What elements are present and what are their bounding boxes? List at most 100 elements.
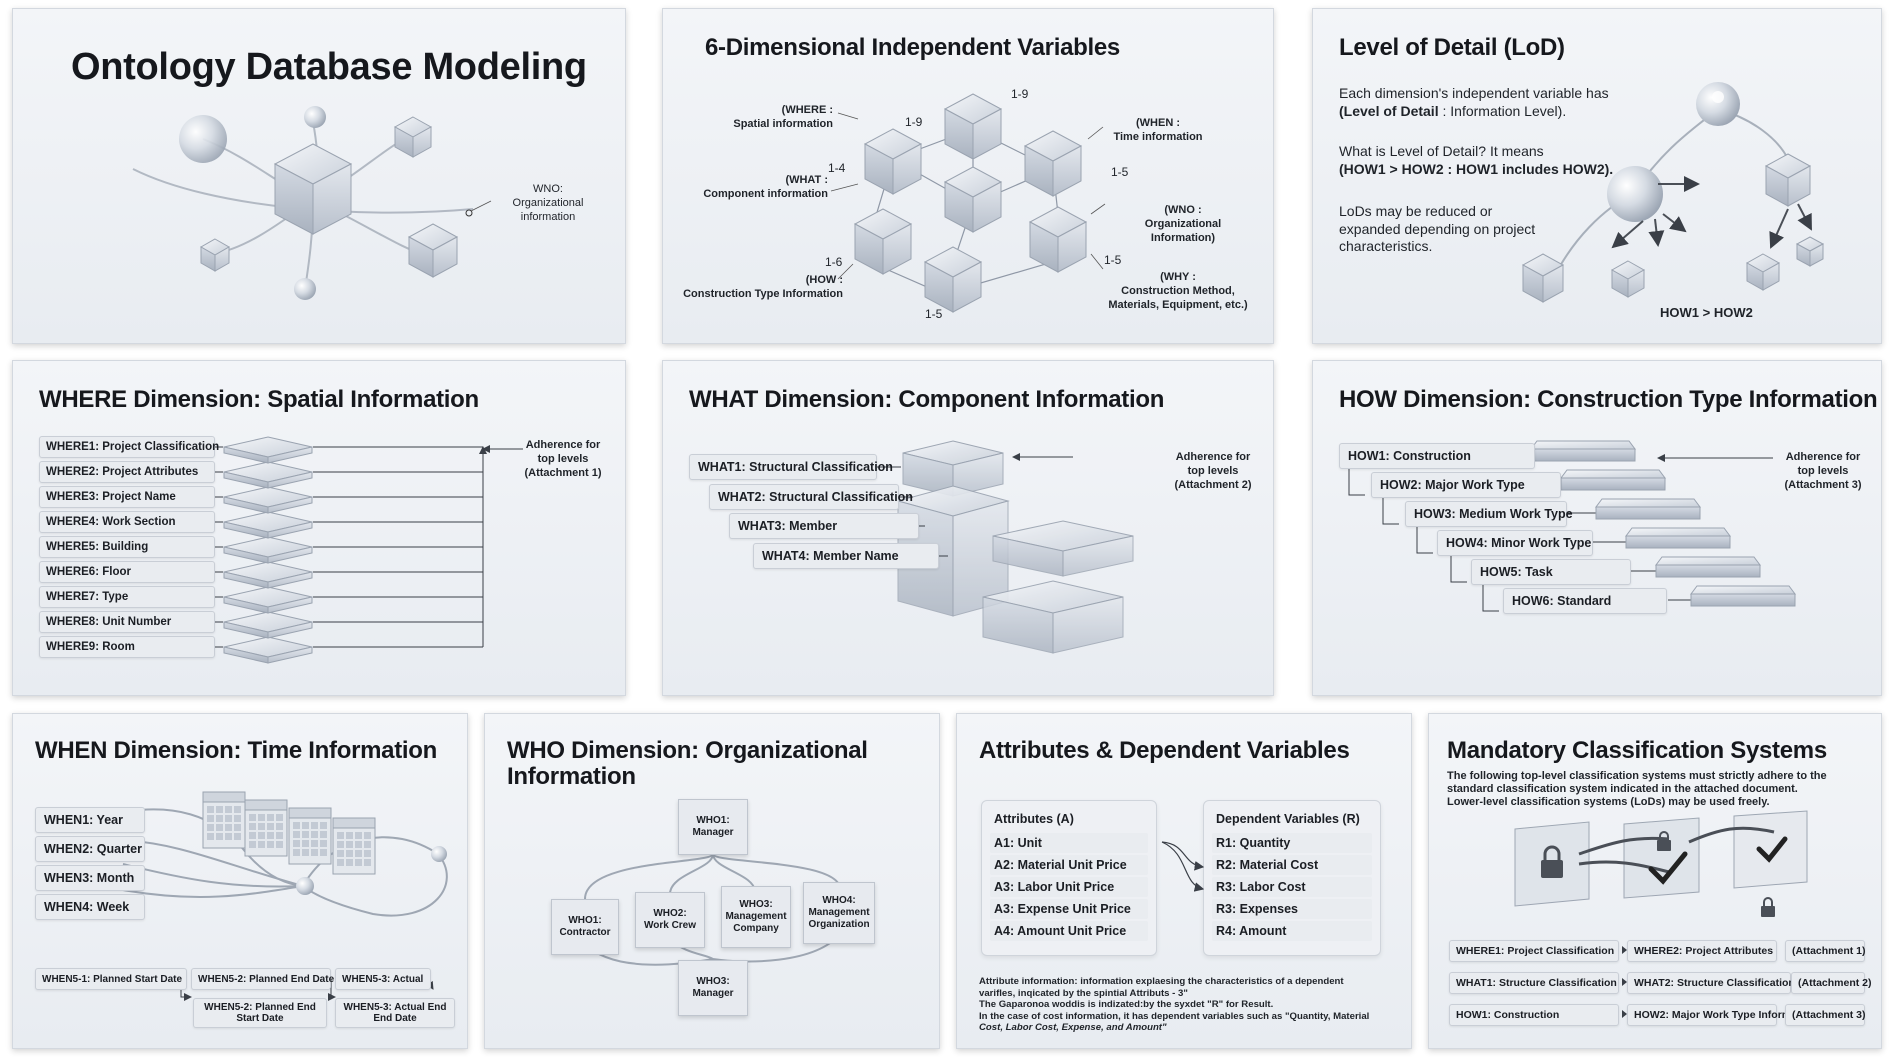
where-level-9: WHERE9: Room: [39, 636, 215, 658]
how-step-block: [1560, 469, 1666, 491]
label-why: (WHY : Construction Method, Materials, E…: [1108, 271, 1248, 311]
slide-where-dimension: WHERE Dimension: Spatial Information Adh…: [12, 360, 626, 696]
slide-who-dimension: WHO Dimension: Organizational Informatio…: [484, 713, 940, 1049]
how-level-4: HOW4: Minor Work Type: [1437, 530, 1593, 556]
range-label: 1-5: [1104, 253, 1122, 267]
when5-planned-start: WHEN5-1: Planned Start Date: [35, 968, 187, 990]
calendar-icon: [288, 807, 332, 865]
what-level-1: WHAT1: Structural Classification: [689, 454, 893, 480]
range-label: 1-9: [1011, 87, 1029, 101]
mandatory-attachment-2: (Attachment 2): [1791, 972, 1872, 994]
calendar-icon: [332, 817, 376, 875]
label-when: (WHEN : Time information: [1113, 117, 1203, 143]
footnote-line: varifles, inqicated by the spintial Attr…: [979, 987, 1188, 999]
label-how: (HOW : Construction Type Information: [683, 274, 843, 300]
slide-title: WHERE Dimension: Spatial Information: [39, 386, 479, 413]
how-step-block: [1530, 440, 1636, 462]
where-level-6: WHERE6: Floor: [39, 561, 215, 583]
lock-icon: [1541, 831, 1775, 917]
lock-panels-graphic: [1514, 810, 1808, 1018]
where-adherence-note: Adherence for top levels (Attachment 1): [524, 439, 602, 479]
how-level-5: HOW5: Task: [1471, 559, 1631, 585]
dependent-variables-panel: Dependent Variables (R) R1: Quantity R2:…: [1203, 800, 1381, 956]
who-management-company: WHO3: Management Company: [721, 886, 791, 948]
where-slab: [223, 636, 313, 664]
where-stack-graphic: [213, 445, 523, 648]
where-slab: [223, 536, 313, 564]
slide-level-of-detail: Level of Detail (LoD) Each dimension's i…: [1312, 8, 1882, 344]
mandatory-what2: WHAT2: Structure Classification: [1627, 972, 1795, 994]
how-step-block: [1595, 498, 1701, 520]
when-level-3: WHEN3: Month: [35, 865, 145, 891]
slide-title: Ontology Database Modeling: [71, 46, 587, 88]
calendar-icon: [202, 791, 246, 849]
range-label: 1-6: [825, 255, 843, 269]
mandatory-where1: WHERE1: Project Classification: [1449, 940, 1619, 962]
when-level-4: WHEN4: Week: [35, 894, 145, 920]
where-level-5: WHERE5: Building: [39, 536, 215, 558]
slide-when-dimension: WHEN Dimension: Time Information WHEN1: …: [12, 713, 468, 1049]
slide-how-dimension: HOW Dimension: Construction Type Informa…: [1312, 360, 1882, 696]
slide-title: HOW Dimension: Construction Type Informa…: [1339, 386, 1878, 413]
how-adherence-note: Adherence for top levels (Attachment 3): [1784, 451, 1862, 491]
what-level-2: WHAT2: Structural Classification: [709, 484, 913, 510]
slide-title: WHEN Dimension: Time Information: [35, 737, 437, 764]
intro-line: standard classification system indicated…: [1447, 783, 1798, 795]
lod-text: What is Level of Detail? It means: [1339, 143, 1544, 159]
what-level-3: WHAT3: Member: [729, 513, 919, 539]
where-slab: [223, 461, 313, 489]
range-label: 1-9: [905, 115, 923, 129]
when5-planned-end: WHEN5-2: Planned End Date: [191, 968, 334, 990]
lod-caption: HOW1 > HOW2: [1660, 305, 1753, 320]
where-level-3: WHERE3: Project Name: [39, 486, 215, 508]
slide-ontology-modeling: Ontology Database Modeling: [12, 8, 626, 344]
who-contractor: WHO1: Contractor: [551, 899, 619, 955]
how-step-block: [1690, 585, 1796, 607]
lod-paragraph-1: Each dimension's independent variable ha…: [1339, 85, 1639, 120]
lod-text: : Information Level).: [1438, 102, 1567, 119]
dependent-item: R4: Amount: [1212, 921, 1372, 941]
where-level-1: WHERE1: Project Classification: [39, 436, 219, 458]
mandatory-attachment-1: (Attachment 1): [1785, 940, 1866, 962]
label-where: (WHERE : Spatial information: [733, 104, 833, 130]
when5-planned-end-start: WHEN5-2: Planned End Start Date: [193, 998, 327, 1028]
dependent-header: Dependent Variables (R): [1216, 812, 1360, 826]
where-level-2: WHERE2: Project Attributes: [39, 461, 215, 483]
footnote-line: Attribute information: information expla…: [979, 976, 1344, 987]
dependent-item: R1: Quantity: [1212, 833, 1372, 853]
mandatory-attachment-3: (Attachment 3): [1785, 1004, 1866, 1026]
slide-title: Mandatory Classification Systems: [1447, 737, 1827, 764]
where-level-8: WHERE8: Unit Number: [39, 611, 215, 633]
mandatory-how1: HOW1: Construction: [1449, 1004, 1619, 1026]
mandatory-how2: HOW2: Major Work Type Information: [1627, 1004, 1816, 1026]
what-level-4: WHAT4: Member Name: [753, 543, 939, 569]
where-slabs: [223, 436, 313, 664]
attribute-link-arrows: [1161, 841, 1205, 892]
what-block-graphic: [877, 440, 1134, 654]
where-slab: [223, 611, 313, 639]
lod-paragraph-3: LoDs may be reduced or expanded dependin…: [1339, 203, 1536, 254]
slide-six-dimensions: 6-Dimensional Independent Variables: [662, 8, 1274, 344]
lod-bold-text: (Level of Detail: [1339, 102, 1439, 119]
how-step-block: [1655, 556, 1761, 578]
slide-title: WHAT Dimension: Component Information: [689, 386, 1165, 413]
what-adherence-note: Adherence for top levels (Attachment 2): [1174, 451, 1252, 491]
who-bottom-manager: WHO3: Manager: [678, 960, 748, 1016]
slide-mandatory-classification: Mandatory Classification Systems The fol…: [1428, 713, 1882, 1049]
check-icon: [1648, 836, 1788, 885]
footnote: Attribute information: information expla…: [979, 976, 1399, 1034]
mandatory-intro: The following top-level classification s…: [1447, 770, 1867, 809]
lod-text: Each dimension's independent variable ha…: [1339, 85, 1609, 101]
slide-title: Level of Detail (LoD): [1339, 34, 1565, 61]
slide-title: Attributes & Dependent Variables: [979, 737, 1350, 764]
where-slab: [223, 511, 313, 539]
range-label: 1-5: [925, 307, 943, 321]
attributes-panel: Attributes (A) A1: Unit A2: Material Uni…: [981, 800, 1157, 956]
lod-hierarchy-graphic: [1521, 82, 1825, 303]
calendar-icon: [244, 799, 288, 857]
dependent-item: R3: Expenses: [1212, 899, 1372, 919]
attributes-header: Attributes (A): [994, 812, 1074, 826]
slide-title: 6-Dimensional Independent Variables: [705, 34, 1120, 61]
attribute-item: A4: Amount Unit Price: [990, 921, 1148, 941]
mandatory-where2: WHERE2: Project Attributes: [1627, 940, 1777, 962]
